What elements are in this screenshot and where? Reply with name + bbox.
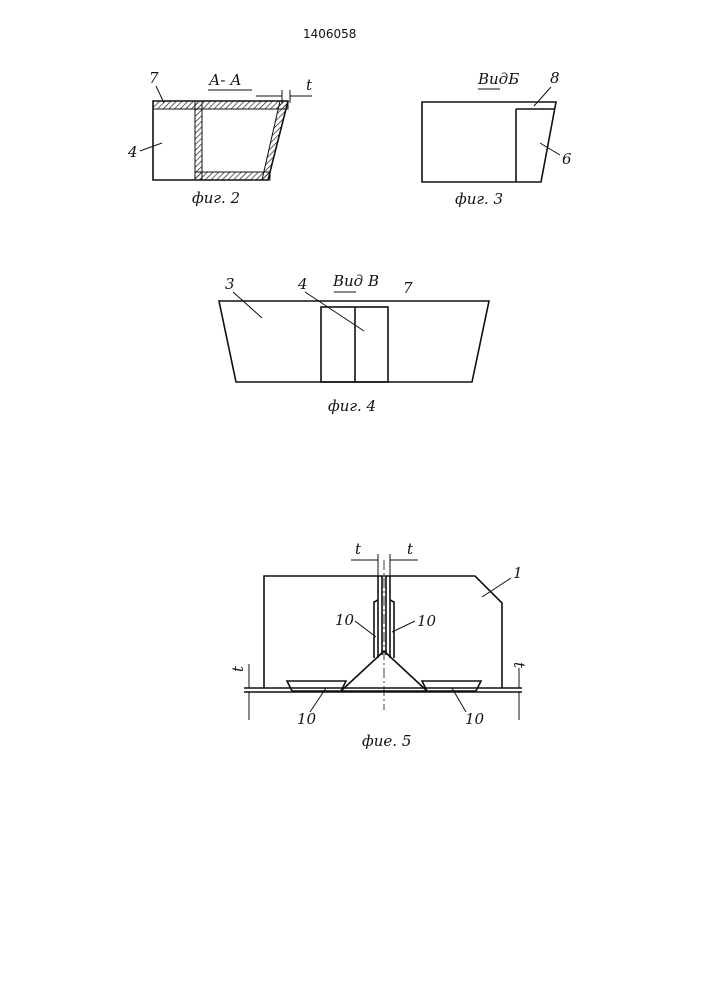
fig3-label-8: 8 [550, 69, 560, 87]
fig2-right-wall [262, 101, 288, 180]
fig2-left-wall [195, 101, 202, 180]
fig4-label-3: 3 [225, 275, 235, 293]
fig3-leader-6 [540, 143, 560, 155]
fig5-body-outline [264, 576, 502, 688]
fig5-left-dim-label: t [229, 665, 247, 672]
fig5-label-1: 1 [513, 564, 523, 582]
fig5-caption: фие. 5 [362, 732, 411, 750]
fig3-leader-8 [534, 87, 551, 106]
fig5-dim-label-left: t [355, 540, 362, 558]
figure-3: ВидБ 8 6 фиг. 3 [422, 69, 572, 208]
fig2-label-4: 4 [127, 143, 138, 161]
figure-2: А- А t 7 4 фиг. 2 [127, 69, 313, 207]
fig5-right-dim-label: t [510, 662, 528, 669]
fig4-caption: фиг. 4 [328, 397, 376, 415]
fig2-top-plate [153, 101, 288, 109]
fig5-label-10-upper-left: 10 [335, 611, 355, 629]
fig4-outline [219, 301, 489, 382]
fig4-label-7: 7 [403, 279, 413, 297]
fig5-leader-10-upper-left [355, 621, 376, 637]
figure-4: Вид В 3 4 7 фиг. 4 [219, 272, 489, 415]
fig4-leader-3 [233, 292, 262, 318]
fig5-bottom-plate-right [422, 681, 481, 691]
fig2-leader-4 [140, 143, 162, 151]
fig2-dim-label: t [306, 76, 313, 94]
fig2-caption: фиг. 2 [192, 189, 240, 207]
fig5-label-10-lower-right: 10 [465, 710, 485, 728]
patent-number: 1406058 [303, 27, 356, 41]
fig3-view-label: ВидБ [477, 70, 519, 88]
fig4-label-4: 4 [297, 275, 308, 293]
fig2-bottom-wall [195, 172, 270, 180]
fig5-label-10-upper-right: 10 [417, 612, 437, 630]
fig5-dim-label-right: t [407, 540, 414, 558]
fig2-section-label: А- А [208, 71, 242, 89]
fig3-label-6: 6 [562, 150, 572, 168]
fig3-outline [422, 102, 556, 182]
fig2-label-7: 7 [149, 69, 159, 87]
fig5-leader-10-upper-right [392, 621, 415, 632]
fig5-bottom-plate-left [287, 681, 346, 691]
figure-5: t t t t 1 10 [229, 540, 528, 750]
fig4-view-label: Вид В [332, 272, 379, 290]
fig5-label-10-lower-left: 10 [297, 710, 317, 728]
fig3-caption: фиг. 3 [455, 190, 503, 208]
